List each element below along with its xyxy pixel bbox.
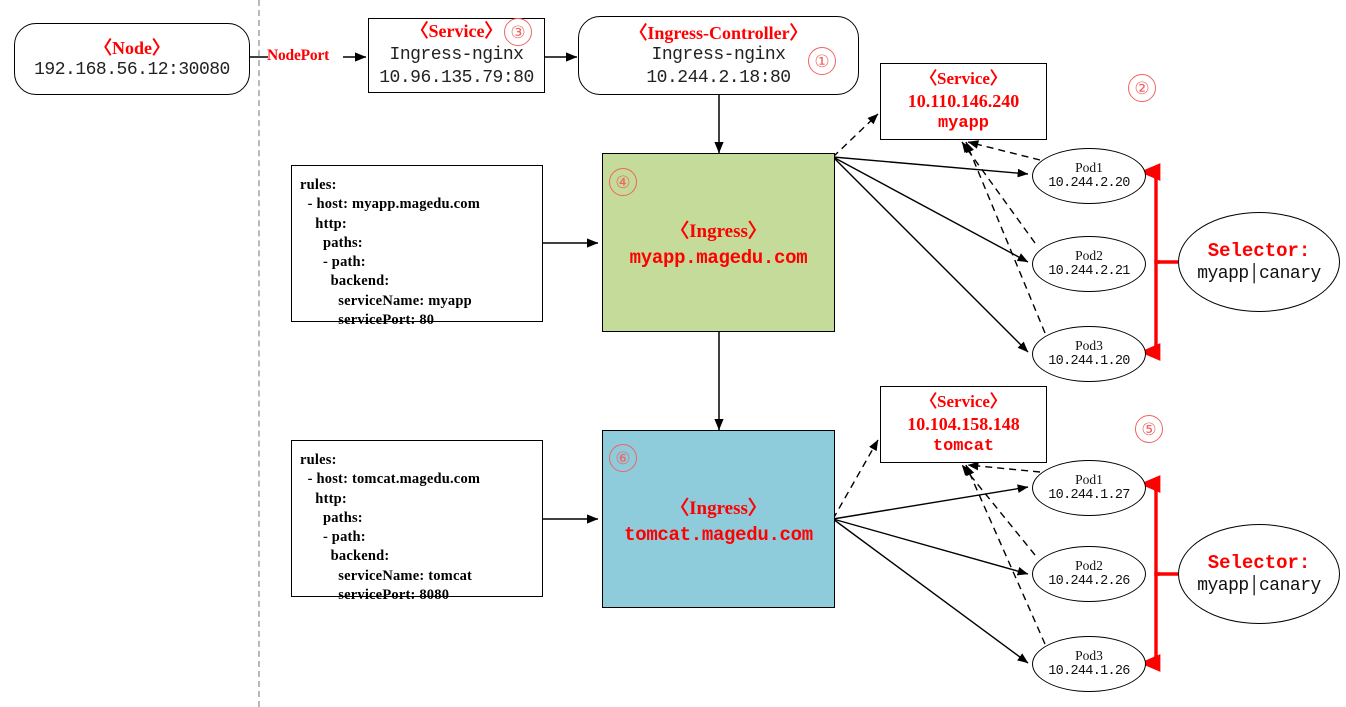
selector-value: myapp│canary xyxy=(1197,264,1321,284)
pod-name: Pod2 xyxy=(1075,247,1103,263)
ingress-controller-title: 〈Ingress-Controller〉 xyxy=(629,22,808,43)
node-address: 192.168.56.12:30080 xyxy=(34,60,230,80)
pod-tomcat-3[interactable]: Pod3 10.244.1.26 xyxy=(1032,636,1146,692)
service-tomcat-name: tomcat xyxy=(932,437,995,457)
ingress-controller-name: Ingress-nginx xyxy=(651,45,786,66)
pod-name: Pod2 xyxy=(1075,557,1103,573)
node-title: 〈Node〉 xyxy=(94,37,170,58)
marker-1: ① xyxy=(808,47,836,75)
pod-myapp-1[interactable]: Pod1 10.244.2.20 xyxy=(1032,148,1146,204)
ingress-myapp-host: myapp.magedu.com xyxy=(629,247,808,269)
service-tomcat-box[interactable]: 〈Service〉 10.104.158.148 tomcat xyxy=(880,386,1047,463)
ingress-tomcat-box[interactable]: 〈Ingress〉 tomcat.magedu.com xyxy=(602,430,835,608)
pod-tomcat-2[interactable]: Pod2 10.244.2.26 xyxy=(1032,546,1146,602)
pod-ip: 10.244.2.26 xyxy=(1048,574,1130,589)
service-myapp-box[interactable]: 〈Service〉 10.110.146.240 myapp xyxy=(880,63,1047,140)
node-box[interactable]: 〈Node〉 192.168.56.12:30080 xyxy=(14,23,250,95)
ingress-tomcat-host: tomcat.magedu.com xyxy=(624,523,813,546)
marker-4: ④ xyxy=(609,168,637,196)
marker-3: ③ xyxy=(504,18,532,46)
pod-name: Pod1 xyxy=(1075,471,1103,487)
service-ingress-nginx-address: 10.96.135.79:80 xyxy=(379,68,534,89)
pod-tomcat-1[interactable]: Pod1 10.244.1.27 xyxy=(1032,460,1146,516)
service-myapp-ip: 10.110.146.240 xyxy=(907,90,1020,111)
selector-title: Selector: xyxy=(1207,240,1311,262)
pod-name: Pod1 xyxy=(1075,159,1103,175)
selector-title: Selector: xyxy=(1207,552,1311,574)
service-ingress-nginx-name: Ingress-nginx xyxy=(389,44,524,65)
ingress-myapp-box[interactable]: 〈Ingress〉 myapp.magedu.com xyxy=(602,153,835,332)
selector-tomcat: Selector: myapp│canary xyxy=(1178,524,1340,624)
ingress-controller-box[interactable]: 〈Ingress-Controller〉 Ingress-nginx 10.24… xyxy=(578,16,859,95)
service-myapp-title: 〈Service〉 xyxy=(920,68,1007,88)
rules-myapp-text: rules: - host: myapp.magedu.com http: pa… xyxy=(300,177,481,328)
pod-ip: 10.244.1.20 xyxy=(1048,354,1130,369)
pod-myapp-3[interactable]: Pod3 10.244.1.20 xyxy=(1032,326,1146,382)
cluster-boundary-divider xyxy=(258,0,260,707)
service-ingress-nginx-box[interactable]: 〈Service〉 Ingress-nginx 10.96.135.79:80 xyxy=(368,18,545,93)
rules-tomcat-text: rules: - host: tomcat.magedu.com http: p… xyxy=(300,452,481,603)
pod-myapp-2[interactable]: Pod2 10.244.2.21 xyxy=(1032,236,1146,292)
pod-ip: 10.244.1.27 xyxy=(1048,488,1130,503)
ingress-tomcat-title: 〈Ingress〉 xyxy=(670,497,767,519)
marker-2: ② xyxy=(1128,74,1156,102)
pod-name: Pod3 xyxy=(1075,337,1103,353)
pod-ip: 10.244.2.20 xyxy=(1048,176,1130,191)
marker-6: ⑥ xyxy=(609,444,637,472)
pod-ip: 10.244.2.21 xyxy=(1048,264,1130,279)
ingress-controller-address: 10.244.2.18:80 xyxy=(646,67,791,88)
rules-myapp-box: rules: - host: myapp.magedu.com http: pa… xyxy=(291,165,543,328)
selector-myapp: Selector: myapp│canary xyxy=(1178,212,1340,312)
service-ingress-nginx-title: 〈Service〉 xyxy=(410,21,503,42)
selector-value: myapp│canary xyxy=(1197,576,1321,596)
ingress-myapp-title: 〈Ingress〉 xyxy=(670,221,767,242)
rules-tomcat-box: rules: - host: tomcat.magedu.com http: p… xyxy=(291,440,543,603)
marker-5: ⑤ xyxy=(1135,415,1163,443)
nodeport-label: NodePort xyxy=(267,47,330,64)
service-tomcat-ip: 10.104.158.148 xyxy=(907,413,1020,434)
pod-ip: 10.244.1.26 xyxy=(1048,664,1130,679)
service-tomcat-title: 〈Service〉 xyxy=(920,391,1007,411)
service-myapp-name: myapp xyxy=(937,114,989,134)
pod-name: Pod3 xyxy=(1075,647,1103,663)
